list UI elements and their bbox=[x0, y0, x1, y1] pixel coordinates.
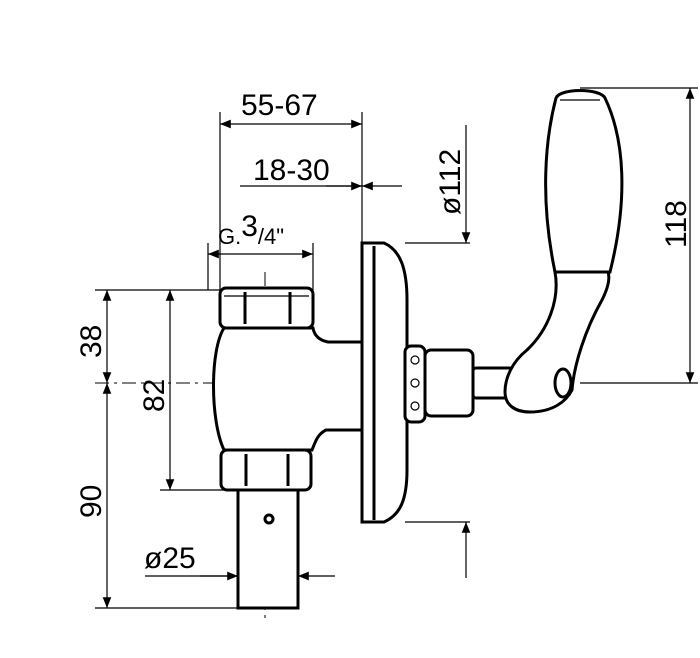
wall-rosette bbox=[360, 241, 409, 524]
dimension-lines bbox=[102, 88, 695, 608]
label-thread-frac: /4" bbox=[258, 224, 284, 249]
label-rosette-diameter: ø112 bbox=[434, 149, 467, 215]
label-handle-height: 118 bbox=[660, 200, 693, 248]
label-upper-height: 38 bbox=[75, 325, 108, 358]
extension-lines bbox=[95, 87, 698, 609]
valve-body bbox=[212, 286, 364, 610]
dimension-labels: 55-67 18-30 G.3/4" ø112 118 38 82 90 ø25 bbox=[75, 89, 693, 575]
label-thread-prefix: G. bbox=[218, 224, 241, 249]
lever-handle bbox=[503, 89, 624, 414]
label-lower-height: 90 bbox=[75, 485, 108, 518]
label-top-width: 55-67 bbox=[241, 89, 318, 122]
label-thread: G.3/4" bbox=[218, 210, 284, 249]
label-wall-depth: 18-30 bbox=[253, 154, 330, 187]
label-thread-num: 3 bbox=[241, 210, 258, 243]
label-body-height: 82 bbox=[138, 379, 171, 412]
label-pipe-diameter: ø25 bbox=[144, 542, 196, 575]
